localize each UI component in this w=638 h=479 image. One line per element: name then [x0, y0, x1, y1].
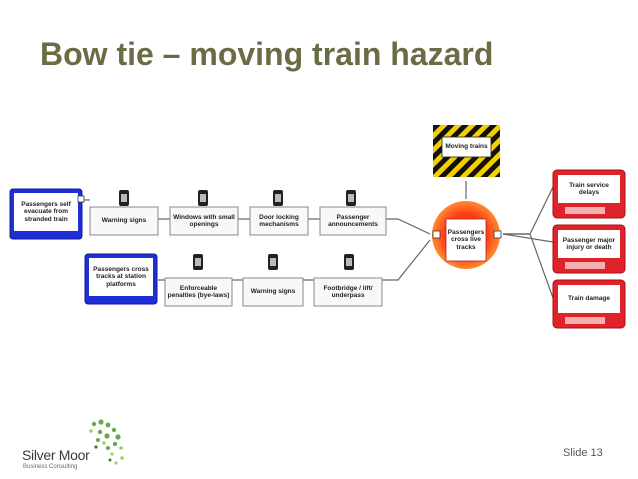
- barrier-warning-signs-2: Warning signs: [250, 288, 296, 296]
- threat-label-self-evacuate: Passengers self evacuate from stranded t…: [21, 200, 71, 223]
- company-logo: Silver Moor Business Consulting: [22, 418, 132, 473]
- hazard-label: Moving trains: [445, 143, 488, 151]
- barrier-door-locking: Door locking mechanisms: [259, 213, 299, 228]
- threat-box-inner: [14, 193, 78, 231]
- threat-label-cross-tracks: Passengers cross tracks at station platf…: [93, 265, 149, 288]
- slide-title: Bow tie – moving train hazard: [40, 36, 494, 72]
- barrier-windows-small-openings: Windows with small openings: [173, 213, 235, 228]
- top-event-port-right: [493, 230, 502, 239]
- threat-port: [77, 195, 85, 203]
- top-event-label: Passengers cross live tracks: [447, 228, 485, 251]
- logo-name: Silver Moor: [22, 447, 90, 463]
- barrier-enforceable-penalties: Enforceable penalties (bye-laws): [167, 284, 230, 299]
- top-event-port-left: [432, 230, 441, 239]
- hazard-box: [441, 136, 492, 158]
- threat-box-inner: [89, 258, 153, 296]
- consequence-major-injury: Passenger major injury or death: [562, 236, 616, 251]
- consequence-train-delays: Train service delays: [569, 181, 609, 196]
- consequence-train-damage: Train damage: [568, 295, 610, 303]
- barrier-warning-signs: Warning signs: [101, 217, 147, 225]
- logo-tagline: Business Consulting: [23, 464, 78, 470]
- top-event-box: [445, 218, 487, 262]
- slide-number: Slide 13: [563, 447, 603, 459]
- barrier-passenger-announcements: Passenger announcements: [328, 213, 378, 228]
- barrier-footbridge: Footbridge / lift/ underpass: [323, 284, 373, 299]
- logo-dots-icon: [89, 419, 124, 465]
